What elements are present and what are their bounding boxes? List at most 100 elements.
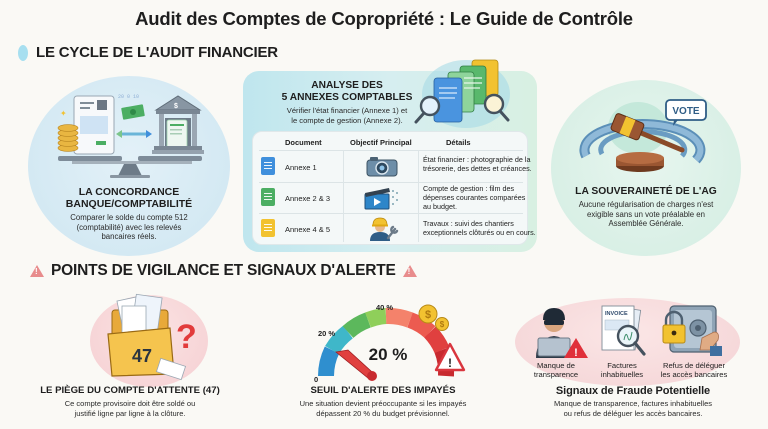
annex-document: Annexe 1: [285, 163, 317, 172]
signal-label-line: inhabituelles: [600, 370, 644, 379]
desc-line: justifié ligne par ligne à la clôture.: [74, 408, 186, 418]
card-title: LA SOUVERAINETÉ DE L'AG: [575, 186, 717, 197]
svg-text:$: $: [425, 309, 431, 321]
invoice-label: INVOICE: [605, 311, 628, 317]
details-line: État financier : photographie de la: [423, 155, 531, 164]
card-title-line: ANALYSE DES: [311, 80, 383, 91]
section-heading-alerts: ! POINTS DE VIGILANCE ET SIGNAUX D'ALERT…: [30, 262, 417, 280]
document-blue-icon: [261, 157, 275, 175]
card-title: SEUIL D'ALERTE DES IMPAYÉS: [310, 385, 456, 396]
column-divider: [343, 150, 344, 242]
card-description: Aucune régularisation de charges n'est e…: [560, 200, 732, 229]
camera-icon: [366, 157, 398, 177]
card-title: LA CONCORDANCE BANQUE/COMPTABILITÉ: [40, 186, 218, 210]
desc-line: Une situation devient préoccupante si le…: [299, 399, 467, 408]
details-line: Travaux : suivi des chantiers: [423, 219, 514, 228]
section-heading-cycle: LE CYCLE DE L'AUDIT FINANCIER: [18, 44, 278, 61]
desc-line: ou refus de déléguer les accès bancaires…: [563, 408, 703, 418]
details-line: Compte de gestion : film des: [423, 184, 515, 193]
construction-worker-icon: [370, 217, 399, 241]
desc-line: bancaires réels.: [101, 232, 157, 241]
page-title: Audit des Comptes de Copropriété : Le Gu…: [135, 8, 633, 29]
desc-line: Manque de transparence, factures inhabit…: [553, 399, 713, 408]
row-divider: [259, 182, 523, 183]
gauge-tick-40: 40 %: [376, 303, 393, 312]
card-seuil-impayes: SEUIL D'ALERTE DES IMPAYÉS Une situation…: [278, 385, 488, 418]
warning-icon: !: [402, 265, 417, 277]
desc-line: Ce compte provisoire doit être soldé ou: [64, 399, 196, 408]
row-divider: [259, 150, 523, 151]
desc-line: exigible sans un vote préalable en: [587, 209, 705, 219]
desc-line: dépassent 20 % du budget prévisionnel.: [316, 408, 450, 418]
signal-refus-acces: Refus de déléguer les accès bancaires: [654, 361, 734, 379]
details-line: exceptionnels clôturés ou en cours.: [423, 227, 536, 237]
section-title: POINTS DE VIGILANCE ET SIGNAUX D'ALERTE: [51, 262, 396, 279]
signal-label-line: transparence: [533, 370, 579, 379]
gauge-tick-0: 0: [314, 375, 318, 384]
bullet-dot-icon: [18, 44, 28, 61]
folder-question-icon: 47 ?: [107, 293, 197, 381]
gauge-icon: 0 20 % 40 % 20 % $ $ !: [314, 303, 466, 384]
svg-text:?: ?: [176, 318, 197, 356]
desc-line: Assemblée Générale.: [608, 219, 684, 228]
card-title-line: LA CONCORDANCE: [78, 186, 180, 198]
card-description: Comparer le solde du compte 512 (comptab…: [40, 213, 218, 242]
details-line: dépenses courantes comparées: [423, 192, 526, 202]
card-ag: LA SOUVERAINETÉ DE L'AG Aucune régularis…: [560, 186, 732, 229]
safe-lock-icon: [662, 305, 722, 356]
folder-number: 47: [132, 346, 152, 366]
annex-details: État financier : photographie de la trés…: [423, 155, 555, 174]
annex-details: Compte de gestion : film des dépenses co…: [423, 184, 555, 211]
section-title: LE CYCLE DE L'AUDIT FINANCIER: [36, 44, 278, 61]
gauge-tick-20: 20 %: [318, 329, 335, 338]
card-compte-attente: LE PIÈGE DU COMPTE D'ATTENTE (47) Ce com…: [30, 385, 230, 418]
desc-line: (comptabilité) avec les relevés: [76, 222, 182, 232]
card-annexes-header: ANALYSE DES 5 ANNEXES COMPTABLES Vérifie…: [262, 80, 432, 125]
svg-text:$: $: [174, 103, 178, 110]
svg-text:!: !: [574, 347, 578, 358]
column-header-document: Document: [285, 138, 322, 147]
signal-transparence: Manque de transparence: [522, 361, 590, 379]
hacker-laptop-icon: !: [536, 308, 588, 358]
documents-magnifier-icon: [414, 59, 510, 128]
desc-line: Vérifier l'état financier (Annexe 1) et: [286, 106, 408, 115]
annex-details: Travaux : suivi des chantiers exceptionn…: [423, 219, 555, 238]
card-title-line: 5 ANNEXES COMPTABLES: [281, 92, 413, 103]
gauge-value: 20 %: [369, 345, 408, 364]
annex-document: Annexe 2 & 3: [285, 194, 331, 203]
desc-line: Comparer le solde du compte 512: [70, 213, 188, 222]
details-line: trésorerie, des dettes et créances.: [423, 163, 532, 173]
invoice-magnifier-icon: INVOICE: [601, 305, 646, 356]
column-header-details: Détails: [446, 138, 471, 147]
signal-label-line: les accès bancaires: [660, 370, 728, 379]
svg-text:20 0 10: 20 0 10: [118, 94, 139, 100]
film-clapper-icon: [364, 188, 398, 210]
card-description: Manque de transparence, factures inhabit…: [528, 399, 738, 418]
column-divider: [418, 150, 419, 242]
warning-icon: !: [30, 265, 44, 277]
card-description: Vérifier l'état financier (Annexe 1) et …: [262, 106, 432, 125]
scale-bank-reconciliation-icon: ✦ 20 0 10 $: [57, 94, 204, 178]
column-header-objective: Objectif Principal: [350, 138, 412, 147]
vote-label: VOTE: [672, 106, 700, 117]
document-green-icon: [261, 188, 275, 206]
card-description: Ce compte provisoire doit être soldé ou …: [30, 399, 230, 418]
card-title-line: BANQUE/COMPTABILITÉ: [65, 198, 193, 210]
annex-document: Annexe 4 & 5: [285, 225, 331, 234]
card-fraude: Signaux de Fraude Potentielle Manque de …: [528, 385, 738, 418]
card-title: ANALYSE DES 5 ANNEXES COMPTABLES: [262, 80, 432, 104]
signal-label-line: Manque de: [537, 361, 575, 370]
svg-text:✦: ✦: [60, 109, 67, 118]
svg-text:$: $: [440, 320, 445, 329]
document-yellow-icon: [261, 219, 275, 237]
gavel-vote-icon: VOTE: [579, 99, 707, 172]
desc-line: le compte de gestion (Annexe 2).: [291, 115, 403, 125]
signal-label-line: Refus de déléguer: [662, 361, 726, 370]
desc-line: Aucune régularisation de charges n'est: [578, 200, 714, 209]
svg-text:!: !: [448, 356, 452, 370]
signal-factures: Factures inhabituelles: [590, 361, 654, 379]
annex-table: Document Objectif Principal Détails Anne…: [252, 131, 536, 245]
details-line: au budget.: [423, 201, 457, 211]
signal-label-line: Factures: [607, 361, 637, 370]
card-title: LE PIÈGE DU COMPTE D'ATTENTE (47): [40, 385, 220, 396]
